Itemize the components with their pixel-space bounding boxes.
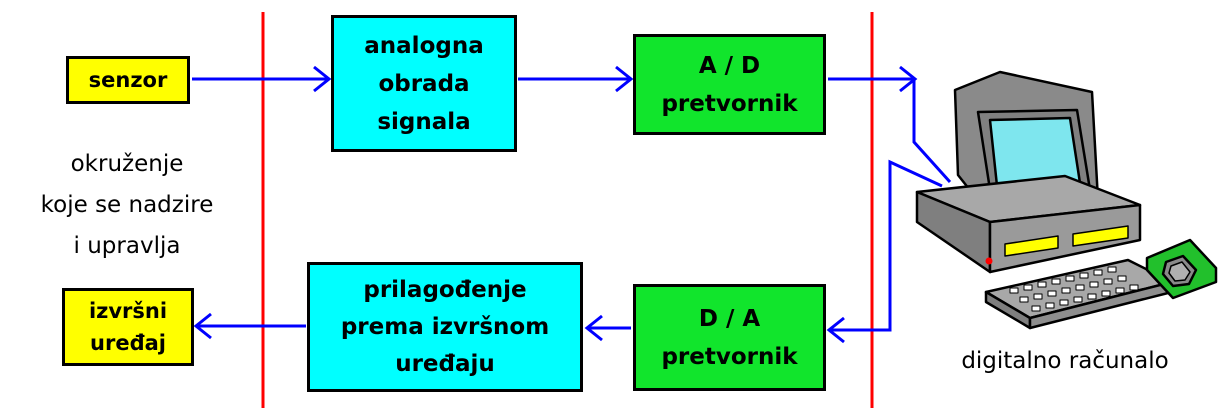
- mouse-pad-icon: [1145, 238, 1218, 300]
- adapter-line: prilagođenje: [363, 276, 527, 303]
- computer-label: digitalno računalo: [961, 348, 1169, 374]
- adapter-line: uređaju: [395, 350, 495, 377]
- analog-processing-line: obrada: [378, 70, 470, 97]
- actuator-box: izvršni uređaj: [62, 288, 194, 366]
- wire-adc-to-computer: [828, 65, 952, 184]
- actuator-line: uređaj: [90, 331, 166, 355]
- environment-line: koje se nadzire: [40, 192, 214, 218]
- computer-icon: [915, 70, 1218, 330]
- adc-line: pretvornik: [661, 90, 798, 117]
- dac-line: pretvornik: [661, 343, 798, 370]
- analog-processing-box: analogna obrada signala: [331, 15, 517, 152]
- environment-line: okruženje: [70, 151, 184, 177]
- wire-sensor-to-processing: [192, 65, 332, 93]
- environment-line: i upravlja: [73, 233, 181, 259]
- dac-line: D / A: [698, 305, 761, 332]
- wire-dac-to-adapter: [584, 314, 631, 342]
- dac-box: D / A pretvornik: [633, 284, 826, 391]
- wire-adapter-to-actuator: [193, 312, 306, 340]
- adapter-box: prilagođenje prema izvršnom uređaju: [307, 262, 583, 392]
- wire-processing-to-adc: [518, 65, 634, 93]
- adapter-line: prema izvršnom: [340, 313, 550, 340]
- sensor-label: senzor: [88, 68, 168, 92]
- sensor-box: senzor: [66, 56, 190, 104]
- analog-processing-line: signala: [377, 108, 471, 135]
- analog-processing-line: analogna: [364, 32, 484, 59]
- adc-box: A / D pretvornik: [633, 34, 826, 135]
- actuator-line: izvršni: [88, 299, 168, 323]
- environment-label: okruženje koje se nadzire i upravlja: [2, 144, 252, 267]
- wire-computer-to-dac: [826, 159, 943, 344]
- adc-line: A / D: [698, 52, 761, 79]
